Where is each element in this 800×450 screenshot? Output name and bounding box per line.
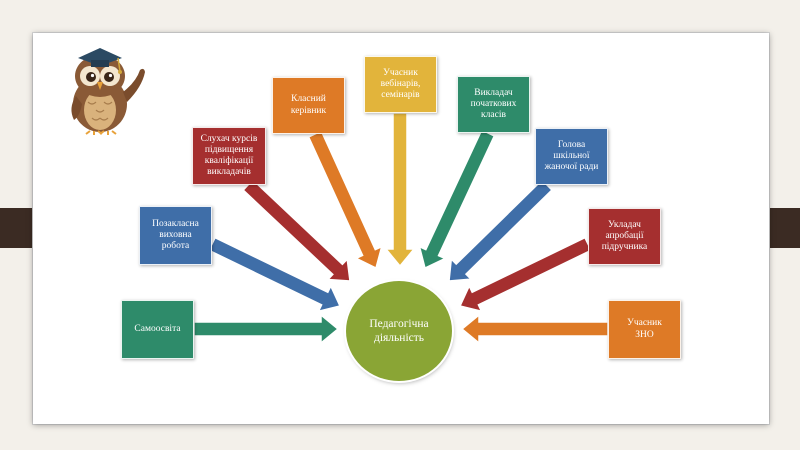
arrow-women-council (448, 178, 553, 282)
node-webinars: Учасник вебінарів, семінарів (364, 56, 437, 113)
arrow-primary-teacher (418, 128, 496, 270)
node-extracurricular: Позакласна виховна робота (139, 206, 212, 265)
node-primary-teacher: Викладач початкових класів (457, 76, 530, 133)
arrow-self-education (193, 313, 340, 345)
node-women-council: Голова шкільної жаночої ради (535, 128, 608, 185)
arrow-webinars (384, 112, 416, 268)
node-self-education: Самоосвіта (121, 300, 194, 359)
owl-mascot-icon (71, 48, 145, 135)
node-courses: Слухач курсів підвищення кваліфікації ви… (192, 127, 266, 185)
arrow-textbook-approval (458, 236, 593, 313)
arrow-extracurricular (207, 236, 342, 313)
node-textbook-approval: Укладач апробації підручника (588, 208, 661, 265)
arrow-courses (242, 178, 351, 282)
node-class-teacher: Класний керівник (272, 77, 345, 134)
arrow-zno (460, 313, 609, 345)
node-zno: Учасник ЗНО (608, 300, 681, 359)
arrow-class-teacher (307, 130, 383, 270)
center-node: Педагогічна діяльність (346, 281, 452, 381)
